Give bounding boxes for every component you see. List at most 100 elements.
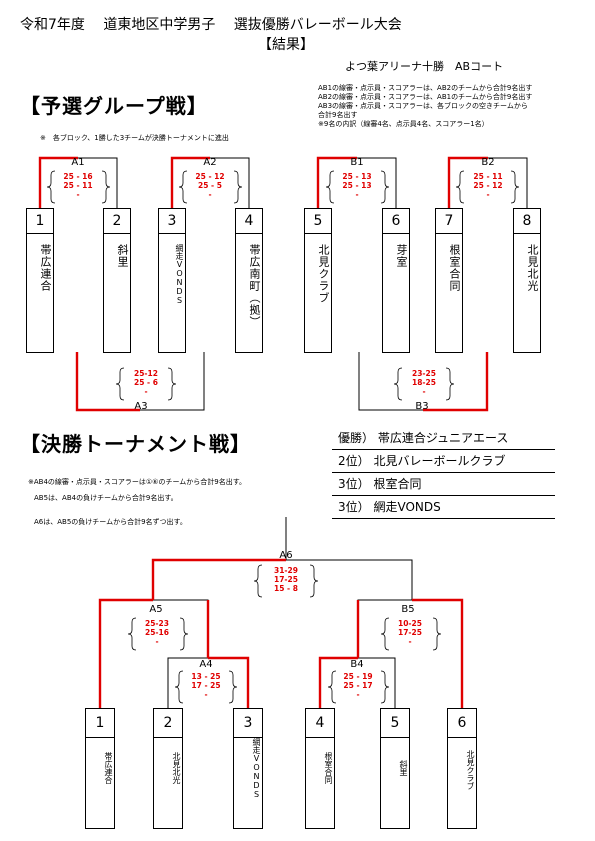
match-label-b1: B1: [350, 157, 364, 168]
set-score: 25 - 13: [342, 172, 372, 181]
team-name-box: 根室合同: [435, 233, 463, 353]
set-score: -: [422, 387, 426, 396]
set-score: -: [486, 190, 490, 199]
prelim-note: ※ 各ブロック、1勝した3チームが決勝トーナメントに進出: [40, 134, 229, 142]
team-number: 4: [235, 208, 263, 234]
match-scores-b4: 25 - 19 25 - 17 -: [333, 672, 383, 699]
team-name-box: 網走VONDS: [233, 737, 263, 829]
set-score: 25 - 19: [343, 672, 373, 681]
match-label-b2: B2: [481, 157, 495, 168]
rule-line: ※9名の内訳（線審4名、点示員4名、スコアラー1名）: [318, 120, 489, 128]
rule-line: 合計9名出す: [318, 111, 358, 119]
set-score: 17-25: [398, 628, 422, 637]
team-name: 斜里: [399, 760, 408, 776]
set-score: -: [208, 190, 212, 199]
result-rank: 3位）: [338, 477, 370, 491]
final-note: ※AB4の線審・点示員・スコアラーは①⑥のチームから合計9名出す。: [28, 478, 247, 486]
team-number: 6: [447, 708, 477, 738]
match-label-a2: A2: [203, 157, 217, 168]
rule-line: AB1の線審・点示員・スコアラーは、AB2のチームから合計9名出す: [318, 84, 533, 92]
team-number: 2: [153, 708, 183, 738]
team-number: 2: [103, 208, 131, 234]
team-name-box: 帯広南町（拠）: [235, 233, 263, 353]
result-team: 北見バレーボールクラブ: [373, 454, 506, 468]
venue: よつ葉アリーナ十勝 ABコート: [345, 60, 504, 73]
match-label-b4: B4: [350, 659, 364, 670]
team-name: 根室合同: [324, 752, 333, 784]
result-row: 2位） 北見バレーボールクラブ: [332, 450, 555, 473]
team-name: 北見クラブ: [317, 244, 330, 304]
match-scores-a3: 25-12 25 - 6 -: [121, 369, 171, 396]
team-name-box: 斜里: [103, 233, 131, 353]
match-scores-b5: 10-25 17-25 -: [385, 619, 435, 646]
match-label-a1: A1: [71, 157, 85, 168]
prelim-title: 【予選グループ戦】: [20, 94, 208, 118]
match-scores-a4: 13 - 25 17 - 25 -: [181, 672, 231, 699]
match-label-a4: A4: [199, 659, 213, 670]
team-number: 6: [382, 208, 410, 234]
set-score: 10-25: [398, 619, 422, 628]
team-name: 北見北光: [172, 752, 181, 784]
team-name-box: 帯広連合: [85, 737, 115, 829]
result-team: 根室合同: [373, 477, 422, 491]
team-number: 4: [305, 708, 335, 738]
set-score: 25-23: [145, 619, 169, 628]
team-name: 北見北光: [526, 244, 539, 292]
final-note: AB5は、AB4の負けチームから合計9名出す。: [34, 494, 178, 502]
set-score: 25 - 13: [342, 181, 372, 190]
team-name-box: 北見クラブ: [447, 737, 477, 829]
set-score: 23-25: [412, 369, 436, 378]
team-name-box: 北見クラブ: [304, 233, 332, 353]
team-name: 斜里: [116, 244, 129, 268]
match-scores-a6: 31-29 17-25 15 - 8: [261, 566, 311, 593]
set-score: 25-16: [145, 628, 169, 637]
team-number: 1: [26, 208, 54, 234]
team-name: 芽室: [395, 244, 408, 268]
set-score: 25 - 11: [63, 181, 93, 190]
set-score: 31-29: [274, 566, 298, 575]
set-score: -: [408, 637, 412, 646]
set-score: 25 - 16: [63, 172, 93, 181]
final-title: 【決勝トーナメント戦】: [20, 432, 251, 456]
result-row: 3位） 網走VONDS: [332, 496, 555, 519]
team-name: 根室合同: [448, 244, 461, 292]
set-score: 18-25: [412, 378, 436, 387]
results-table: 優勝） 帯広連合ジュニアエース 2位） 北見バレーボールクラブ 3位） 根室合同…: [332, 427, 555, 519]
team-number: 3: [158, 208, 186, 234]
page-subtitle: 【結果】: [258, 37, 314, 53]
rule-line: AB2の線審・点示員・スコアラーは、AB1のチームから合計9名出す: [318, 93, 533, 101]
set-score: 25-12: [134, 369, 158, 378]
match-scores-a5: 25-23 25-16 -: [132, 619, 182, 646]
rules-block: AB1の線審・点示員・スコアラーは、AB2のチームから合計9名出す AB2の線審…: [318, 84, 532, 129]
team-name-box: 北見北光: [153, 737, 183, 829]
set-score: 17 - 25: [191, 681, 221, 690]
team-name: 網走VONDS: [252, 738, 261, 799]
team-name-box: 北見北光: [513, 233, 541, 353]
rule-line: AB3の線審・点示員・スコアラーは、各ブロックの空きチームから: [318, 102, 528, 110]
team-number: 5: [304, 208, 332, 234]
set-score: 25 - 17: [343, 681, 373, 690]
set-score: -: [204, 690, 208, 699]
match-label-b5: B5: [401, 604, 415, 615]
team-number: 8: [513, 208, 541, 234]
set-score: -: [144, 387, 148, 396]
result-row: 3位） 根室合同: [332, 473, 555, 496]
team-name: 北見クラブ: [466, 750, 475, 790]
team-number: 5: [380, 708, 410, 738]
set-score: 13 - 25: [191, 672, 221, 681]
match-scores-a1: 25 - 16 25 - 11 -: [53, 172, 103, 199]
result-team: 網走VONDS: [373, 500, 441, 514]
result-rank: 3位）: [338, 500, 370, 514]
set-score: 25 - 6: [134, 378, 158, 387]
match-label-a6: A6: [279, 550, 293, 561]
final-note: A6は、AB5の負けチームから合計9名ずつ出す。: [34, 518, 187, 526]
set-score: -: [155, 637, 159, 646]
set-score: 25 - 11: [473, 172, 503, 181]
set-score: 15 - 8: [274, 584, 298, 593]
team-name-box: 根室合同: [305, 737, 335, 829]
match-scores-b1: 25 - 13 25 - 13 -: [332, 172, 382, 199]
set-score: 25 - 12: [473, 181, 503, 190]
result-rank: 優勝）: [338, 431, 375, 445]
page-title: 令和7年度 道東地区中学男子 選抜優勝バレーボール大会: [20, 17, 402, 33]
